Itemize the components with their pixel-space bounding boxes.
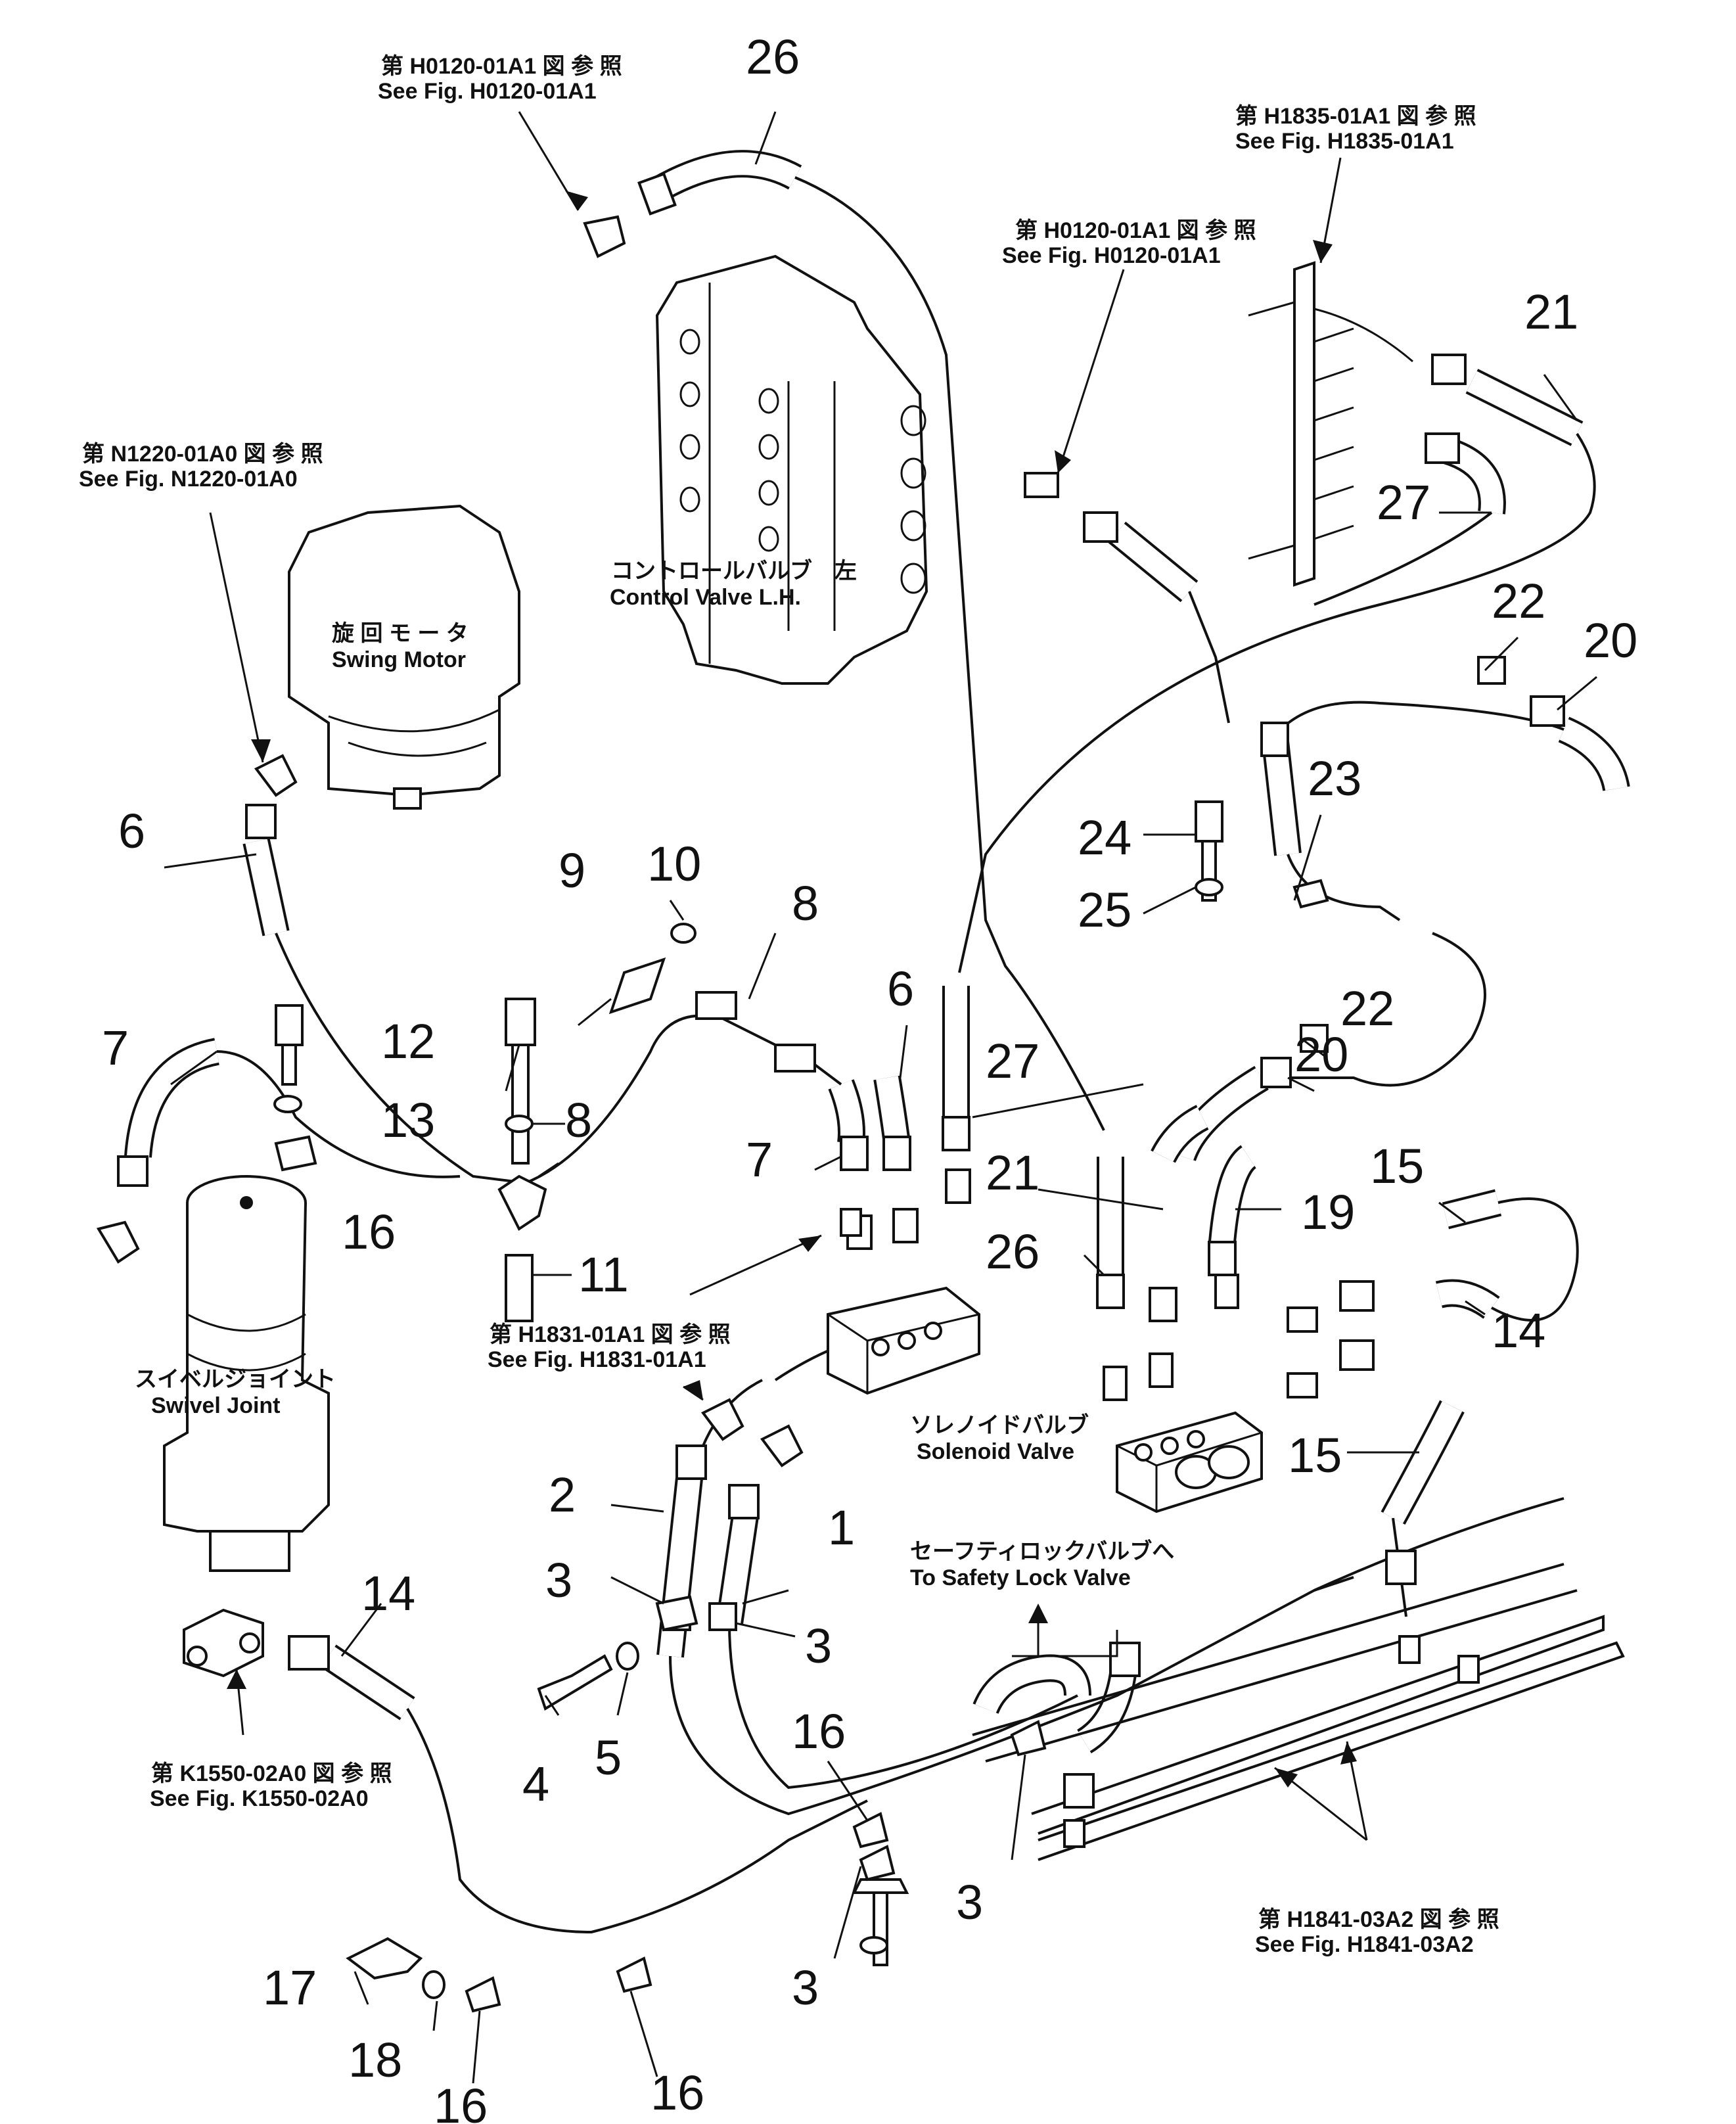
ref-n1220-jp: 第 N1220-01A0 図 参 照 — [82, 442, 323, 467]
callout-3: 3 — [805, 1619, 832, 1673]
callout-24: 24 — [1078, 810, 1131, 865]
callout-13: 13 — [381, 1093, 435, 1147]
ref-h0120-mid-en: See Fig. H0120-01A1 — [1002, 243, 1221, 268]
control-valve-label-jp: コントロールバルブ 左 — [611, 558, 857, 584]
callout-17: 17 — [263, 1960, 317, 2015]
leader-lines — [164, 111, 1597, 2084]
callout-14: 14 — [1492, 1303, 1545, 1358]
callout-1: 1 — [828, 1500, 855, 1555]
small-valve — [183, 1608, 264, 1678]
callout-12: 12 — [381, 1014, 435, 1069]
callout-20: 20 — [1294, 1027, 1348, 1082]
callout-16: 16 — [342, 1205, 396, 1259]
callout-16: 16 — [651, 2066, 704, 2120]
swing-motor-label-jp: 旋 回 モ ー タ — [332, 621, 468, 646]
solenoid-valve-label-en: Solenoid Valve — [917, 1439, 1074, 1464]
ref-h1831-jp: 第 H1831-01A1 図 参 照 — [490, 1322, 731, 1347]
callout-9: 9 — [559, 843, 585, 898]
callout-6: 6 — [887, 961, 914, 1016]
control-valve: コントロールバルブ 左 Control Valve L.H. — [610, 254, 928, 685]
callout-26: 26 — [746, 30, 800, 84]
swivel-joint: スイベルジョイント Swivel Joint — [135, 1175, 336, 1572]
callout-27: 27 — [1377, 475, 1430, 530]
safety-lock-label-jp: セーフティロックバルブへ — [910, 1538, 1174, 1564]
callout-3: 3 — [792, 1960, 819, 2015]
callout-14: 14 — [361, 1566, 415, 1621]
ref-h0120-top-en: See Fig. H0120-01A1 — [378, 79, 597, 104]
routing-lines — [216, 176, 1596, 1934]
callout-27: 27 — [986, 1034, 1039, 1088]
callout-6: 6 — [118, 804, 145, 858]
callout-5: 5 — [595, 1730, 622, 1785]
ref-h1831-en: See Fig. H1831-01A1 — [488, 1347, 706, 1372]
ref-n1220-en: See Fig. N1220-01A0 — [79, 467, 298, 492]
callout-21: 21 — [986, 1145, 1039, 1200]
callout-20: 20 — [1584, 613, 1637, 668]
callout-3: 3 — [956, 1875, 983, 1929]
callout-18: 18 — [348, 2033, 402, 2087]
callout-21: 21 — [1524, 285, 1578, 339]
control-valve-label-en: Control Valve L.H. — [610, 585, 801, 610]
callout-4: 4 — [522, 1757, 549, 1811]
figure-references: 第 H0120-01A1 図 参 照 See Fig. H0120-01A1 第… — [79, 54, 1499, 1957]
callout-26: 26 — [986, 1224, 1039, 1279]
swing-motor: 旋 回 モ ー タ Swing Motor — [288, 504, 520, 810]
callout-23: 23 — [1308, 751, 1361, 806]
clamps — [274, 879, 1329, 2013]
frame-rails — [972, 1563, 1625, 1861]
callout-numbers: 26 21 27 22 20 23 24 25 22 20 6 10 9 8 6… — [102, 30, 1637, 2124]
manifold-block — [1248, 261, 1413, 587]
ref-k1550-jp: 第 K1550-02A0 図 参 照 — [151, 1761, 392, 1786]
fittings — [96, 172, 1565, 1966]
callout-8: 8 — [565, 1093, 592, 1147]
callout-22: 22 — [1492, 574, 1545, 628]
safety-lock-label-en: To Safety Lock Valve — [910, 1565, 1131, 1590]
callout-15: 15 — [1288, 1428, 1342, 1483]
callout-22: 22 — [1340, 981, 1394, 1036]
solenoid-valve-upper — [827, 1286, 980, 1395]
ref-h1841-jp: 第 H1841-03A2 図 参 照 — [1258, 1907, 1499, 1932]
swivel-joint-label-jp: スイベルジョイント — [135, 1367, 336, 1392]
callout-2: 2 — [549, 1467, 576, 1522]
solenoid-valve-lower — [1116, 1411, 1263, 1513]
ref-k1550-en: See Fig. K1550-02A0 — [150, 1786, 369, 1811]
callout-25: 25 — [1078, 883, 1131, 937]
ref-h1835-en: See Fig. H1835-01A1 — [1235, 129, 1454, 154]
callout-15: 15 — [1370, 1139, 1424, 1193]
swing-motor-label-en: Swing Motor — [332, 647, 466, 672]
callout-7: 7 — [102, 1021, 129, 1075]
ref-h0120-mid-jp: 第 H0120-01A1 図 参 照 — [1015, 218, 1256, 243]
callout-10: 10 — [647, 837, 701, 891]
callout-16: 16 — [792, 1704, 846, 1759]
callout-8: 8 — [792, 876, 819, 931]
callout-7: 7 — [746, 1132, 773, 1187]
ref-h1835-jp: 第 H1835-01A1 図 参 照 — [1235, 104, 1476, 129]
callout-19: 19 — [1301, 1185, 1355, 1239]
ref-h0120-top-jp: 第 H0120-01A1 図 参 照 — [381, 54, 622, 79]
solenoid-valve-label-jp: ソレノイドバルブ — [910, 1412, 1089, 1438]
callout-16: 16 — [434, 2079, 488, 2124]
callout-11: 11 — [578, 1247, 629, 1302]
callout-3: 3 — [545, 1553, 572, 1607]
bolts-washers — [273, 800, 1223, 1999]
ref-h1841-en: See Fig. H1841-03A2 — [1255, 1932, 1474, 1957]
swivel-joint-label-en: Swivel Joint — [151, 1393, 281, 1418]
